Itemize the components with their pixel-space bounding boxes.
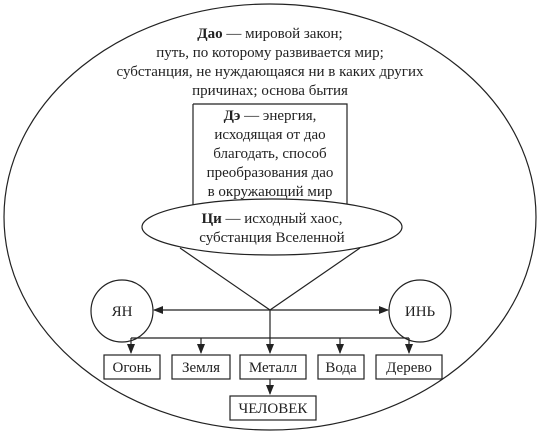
- dao-text: Дао — мировой закон; путь, по которому р…: [116, 26, 424, 99]
- de-line-1: Дэ — энергия,: [224, 108, 317, 124]
- dao-line-1: Дао — мировой закон;: [197, 26, 342, 42]
- element-fire: Огонь: [113, 360, 152, 376]
- de-line-2: исходящая от дао: [214, 127, 325, 143]
- de-line-3: благодать, способ: [213, 146, 327, 162]
- dao-line-1-rest: — мировой закон;: [223, 26, 343, 42]
- qi-line-1-rest: — исходный хаос,: [222, 211, 343, 227]
- element-box-earth: [171, 354, 231, 380]
- funnel-shape: [179, 247, 361, 311]
- element-box-metal: [239, 354, 307, 380]
- dao-line-4: причинах; основа бытия: [192, 83, 348, 99]
- yin-circle: [388, 279, 452, 343]
- de-term: Дэ: [224, 108, 241, 124]
- human-box: [229, 395, 317, 421]
- element-metal: Металл: [249, 360, 298, 376]
- qi-term: Ци: [201, 211, 222, 227]
- human-label: ЧЕЛОВЕК: [239, 401, 309, 417]
- de-line-4: преобразования дао: [207, 165, 334, 181]
- dao-line-2: путь, по которому развивается мир;: [156, 45, 383, 61]
- element-wood: Дерево: [386, 360, 432, 376]
- qi-line-2: субстанция Вселенной: [199, 230, 344, 246]
- outer-ellipse: [3, 3, 537, 431]
- de-box: [192, 103, 348, 205]
- element-box-water: [317, 354, 365, 380]
- qi-ellipse: [141, 198, 403, 256]
- de-text: Дэ — энергия, исходящая от дао благодать…: [207, 108, 334, 200]
- de-line-5: в окружающий мир: [208, 184, 333, 200]
- element-earth: Земля: [182, 360, 220, 376]
- element-water: Вода: [325, 360, 357, 376]
- dao-line-3: субстанция, не нуждающаяся ни в каких др…: [116, 64, 424, 80]
- element-box-wood: [375, 354, 443, 380]
- dao-term: Дао: [197, 26, 222, 42]
- yang-label: ЯН: [112, 304, 133, 320]
- de-line-1-rest: — энергия,: [240, 108, 316, 124]
- yin-label: ИНЬ: [405, 304, 436, 320]
- element-box-fire: [103, 354, 161, 380]
- qi-text: Ци — исходный хаос, субстанция Вселенной: [199, 211, 344, 246]
- qi-line-1: Ци — исходный хаос,: [201, 211, 342, 227]
